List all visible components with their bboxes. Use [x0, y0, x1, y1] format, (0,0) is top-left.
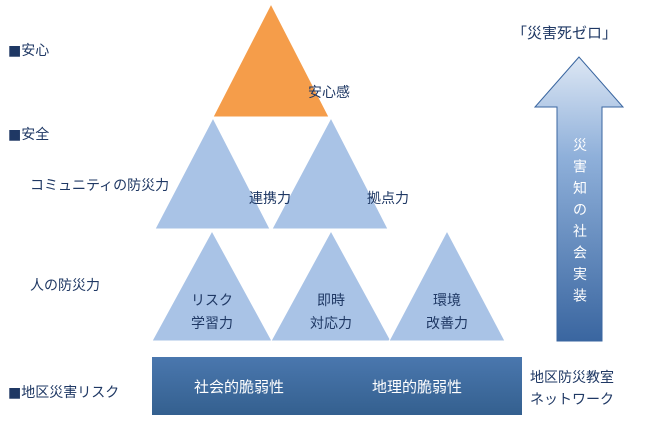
arrow-char: 社 — [573, 224, 587, 240]
arrow-char: 装 — [573, 289, 587, 305]
arrow-char: の — [573, 203, 587, 219]
triangle-renkei — [154, 116, 271, 230]
arrow-char: 災 — [573, 138, 587, 154]
label-community-resilience: コミュニティの防災力 — [30, 178, 170, 194]
label-people-resilience: 人の防災力 — [30, 278, 100, 294]
text-sokuji-l2: 対応力 — [310, 316, 352, 332]
triangle-anshinkan — [212, 2, 330, 118]
label-anshin: ■安心 — [8, 43, 50, 59]
arrow-char: 知 — [573, 180, 587, 197]
goal-zero-deaths: 「災害死ゼロ」 — [512, 24, 618, 42]
text-kankyo-l2: 改善力 — [426, 316, 468, 332]
network-line1: 地区防災教室 — [530, 370, 614, 386]
network-line2: ネットワーク — [530, 392, 614, 408]
text-social-vulnerability: 社会的脆弱性 — [194, 378, 284, 396]
triangle-environment-improvement — [388, 229, 506, 342]
text-risk-l2: 学習力 — [191, 316, 233, 332]
arrow-char: 実 — [573, 267, 587, 283]
upward-arrow-icon — [533, 56, 625, 342]
base-bar — [152, 357, 522, 415]
text-risk-l1: リスク — [191, 293, 233, 309]
text-anshinkan: 安心感 — [308, 84, 350, 101]
triangle-kyoten — [271, 116, 389, 230]
triangle-immediate-response — [270, 229, 392, 342]
text-geographic-vulnerability: 地理的脆弱性 — [372, 378, 462, 396]
label-anzen: ■安全 — [8, 127, 50, 143]
label-district-risk: ■地区災害リスク — [8, 385, 120, 401]
text-kankyo-l1: 環境 — [433, 293, 461, 309]
arrow-char: 害 — [573, 160, 587, 176]
arrow-char: 会 — [573, 246, 587, 262]
text-renkei: 連携力 — [249, 191, 291, 207]
triangle-risk-learning — [151, 229, 273, 342]
text-sokuji-l1: 即時 — [317, 293, 345, 309]
text-kyoten: 拠点力 — [367, 191, 409, 207]
